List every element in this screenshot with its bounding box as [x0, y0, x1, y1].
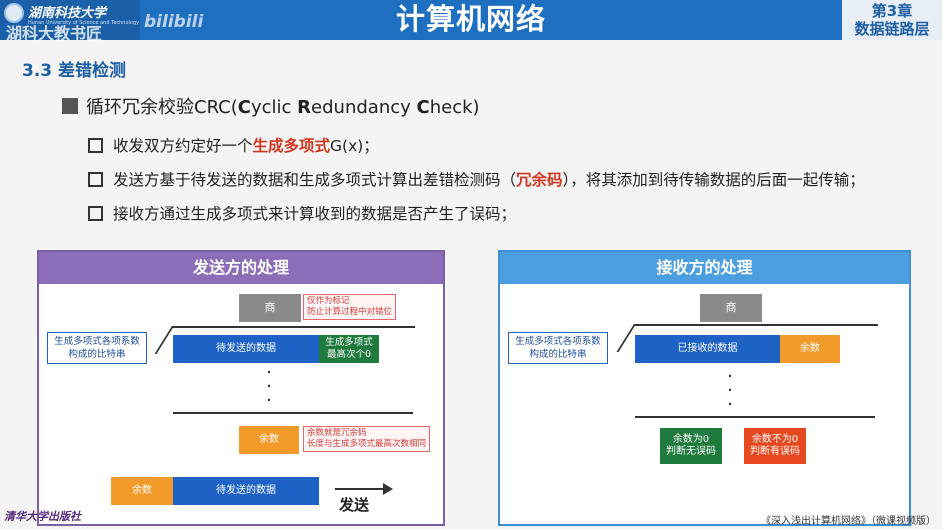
receiver-divisor-label: 生成多项式各项系数构成的比特串 [508, 332, 608, 364]
dots-1: · [266, 362, 272, 383]
frame-remainder-block: 余数 [111, 477, 173, 505]
slide-title: 计算机网络 [395, 2, 546, 36]
sender-panel: 发送方的处理 商 仅作为标记防止计算过程中对错位 生成多项式各项系数构成的比特串… [37, 250, 445, 526]
sub-bullet-2: 发送方基于待发送的数据和生成多项式计算出差错检测码（冗余码），将其添加到待传输数… [88, 168, 865, 190]
received-data-block: 已接收的数据 [635, 335, 780, 363]
book-title: 《深入浅出计算机网络》（微课视频版） [761, 516, 936, 527]
receiver-panel-title: 接收方的处理 [500, 252, 909, 284]
watermark-text: 湖科大教书匠 [6, 24, 103, 43]
division-bar [189, 326, 415, 328]
publisher-logo: 清华大学出版社 [4, 510, 81, 523]
send-label: 发送 [339, 496, 370, 514]
frame-data-block: 待发送的数据 [173, 477, 319, 505]
remainder-box: 余数 [239, 426, 299, 454]
hollow-square-bullet-icon [88, 205, 103, 221]
bilibili-watermark: bilibili [144, 12, 204, 32]
sub-bullet-1: 收发双方约定好一个生成多项式G(x)； [88, 134, 379, 156]
receiver-panel: 接收方的处理 商 生成多项式各项系数构成的比特串 已接收的数据 余数 · · ·… [498, 250, 911, 526]
university-emblem-icon [4, 3, 24, 23]
remainder-note: 余数就是冗余码长度与生成多项式最高次数相同 [303, 426, 431, 452]
send-arrow-icon [383, 483, 393, 495]
hollow-square-bullet-icon [88, 137, 103, 153]
university-english-name: Hunan University of Science and Technolo… [28, 20, 140, 26]
chapter-number: 第3章 [871, 2, 913, 20]
university-logo: 湖南科技大学 Hunan University of Science and T… [0, 0, 140, 43]
quotient-note: 仅作为标记防止计算过程中对错位 [303, 294, 397, 320]
divisor-label: 生成多项式各项系数构成的比特串 [47, 332, 147, 364]
send-arrow-line [335, 488, 385, 490]
subtraction-line [173, 412, 413, 414]
received-remainder-block: 余数 [780, 335, 840, 363]
hollow-square-bullet-icon [88, 171, 103, 187]
main-bullet: 循环冗余校验CRC(Cyclic Redundancy Check) [62, 94, 480, 118]
section-title: 3.3 差错检测 [22, 61, 127, 81]
data-block: 待发送的数据 [173, 335, 319, 363]
quotient-box: 商 [239, 294, 301, 322]
header-bar: 湖南科技大学 Hunan University of Science and T… [0, 0, 942, 43]
filled-square-bullet-icon [62, 98, 78, 114]
main-bullet-text: 循环冗余校验CRC(Cyclic Redundancy Check) [86, 97, 480, 118]
receiver-quotient-box: 商 [700, 294, 762, 322]
chapter-badge: 第3章 数据链路层 [842, 0, 942, 40]
dots-2: · [266, 376, 272, 397]
receiver-dots-2: · [727, 380, 733, 401]
receiver-division-bar [652, 324, 878, 326]
sender-panel-title: 发送方的处理 [39, 252, 443, 284]
receiver-dots-1: · [727, 366, 733, 387]
university-name: 湖南科技大学 [28, 6, 107, 21]
dots-3: · [266, 390, 272, 411]
sub-bullet-3: 接收方通过生成多项式来计算收到的数据是否产生了误码； [88, 202, 516, 224]
chapter-title: 数据链路层 [854, 20, 930, 38]
zero-padding-block: 生成多项式最高次个0 [319, 335, 379, 363]
receiver-subtraction-line [635, 416, 875, 418]
receiver-dots-3: · [727, 394, 733, 415]
